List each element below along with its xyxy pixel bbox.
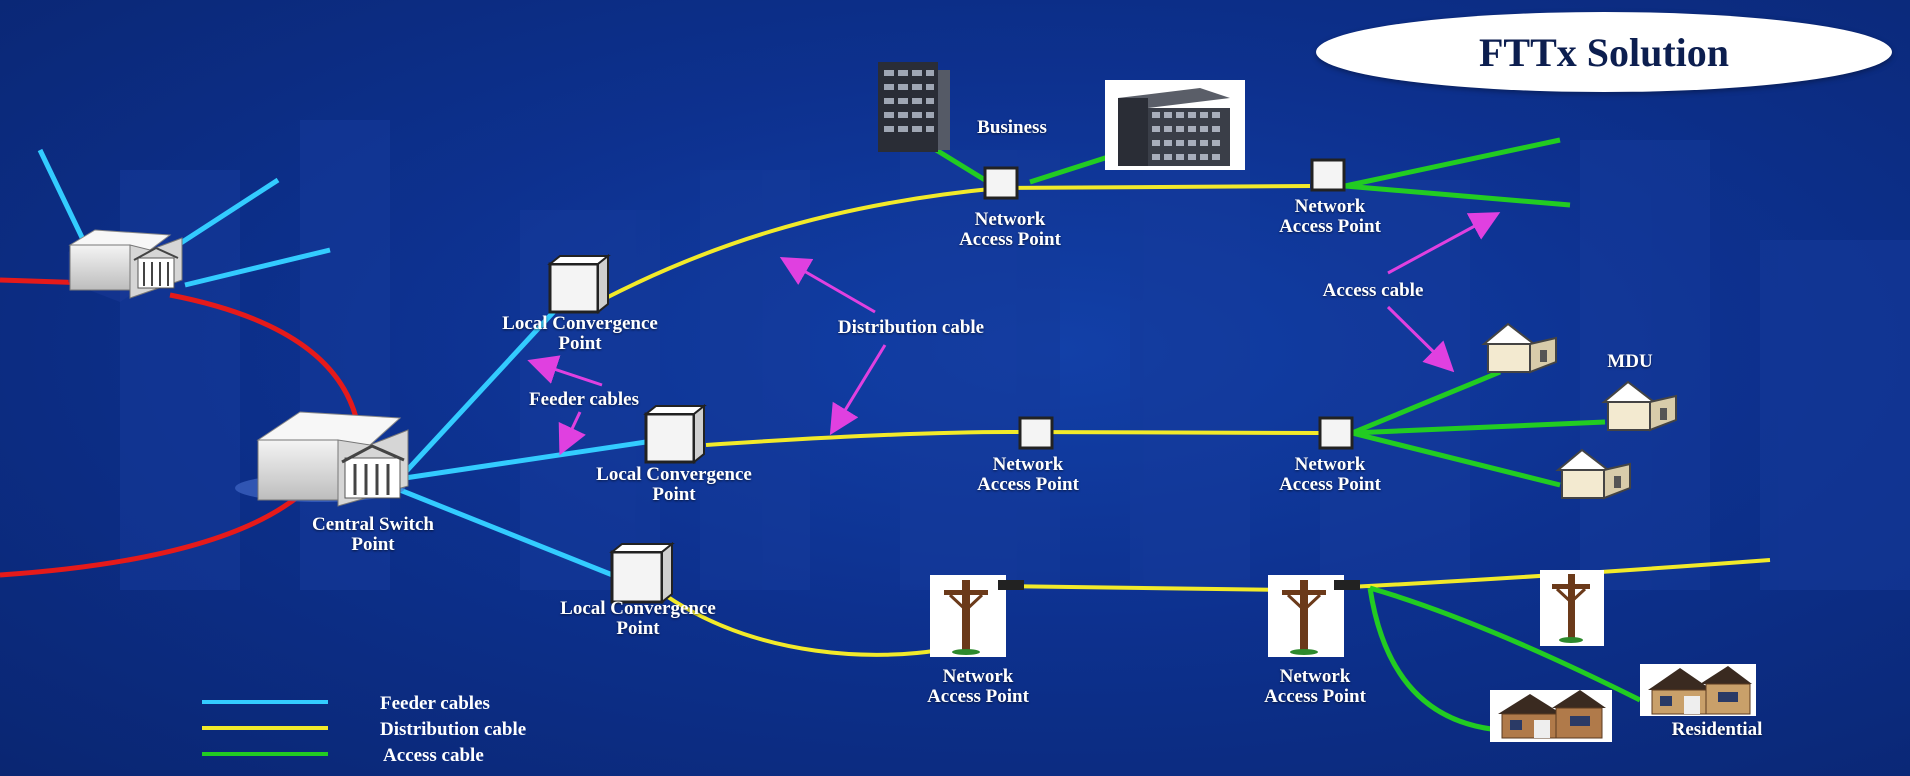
central-switch-label: Central Switch Point [312, 514, 434, 555]
mdu-house-icon [1481, 322, 1557, 374]
central-office-icon [68, 229, 183, 302]
distribution-cable-annotation: Distribution cable [837, 317, 985, 338]
access-cable-annotation: Access cable [1322, 280, 1424, 301]
access-cables [918, 137, 1642, 733]
business-label: Business [977, 117, 1047, 138]
legend-access-label: Access cable [383, 745, 484, 766]
central-switch-building-icon [235, 411, 409, 507]
residential-house-icon [1490, 690, 1612, 742]
mdu-label: MDU [1607, 351, 1653, 372]
nap-cubes [983, 158, 1354, 450]
feeder-cables-annotation: Feeder cables [529, 389, 639, 410]
nap-mid-1-label: Network Access Point [977, 454, 1079, 495]
utility-pole-icon [1268, 575, 1360, 657]
legend-distribution-label: Distribution cable [380, 719, 527, 740]
title-banner: FTTx Solution [1316, 12, 1892, 92]
mdu-house-icon [1601, 380, 1677, 432]
nap-top-1-label: Network Access Point [959, 209, 1061, 250]
legend-feeder-label: Feeder cables [380, 693, 490, 714]
residential-label: Residential [1671, 719, 1763, 740]
nap-bottom-2-label: Network Access Point [1264, 666, 1366, 707]
lcp-mid-label: Local Convergence Point [596, 464, 752, 505]
lcp-mid-cube [643, 403, 707, 465]
nap-top-2-label: Network Access Point [1279, 196, 1381, 237]
annotation-arrows [527, 212, 1501, 456]
residential-house-icon [1640, 664, 1756, 716]
skyline-backdrop [120, 120, 1910, 590]
utility-pole-icon [930, 575, 1024, 657]
office-tower-icon [878, 62, 950, 152]
nap-bottom-1-label: Network Access Point [927, 666, 1029, 707]
utility-pole-icon [1540, 570, 1604, 646]
lcp-bottom-cube [609, 541, 675, 605]
lcp-bottom-label: Local Convergence Point [560, 598, 716, 639]
legend-swatches [202, 700, 328, 756]
lcp-top-cube [547, 253, 611, 315]
lcp-top-label: Local Convergence Point [502, 313, 658, 354]
nap-mid-2-label: Network Access Point [1279, 454, 1381, 495]
feeder-cables [37, 148, 647, 583]
page-title: FTTx Solution [1478, 29, 1730, 75]
office-block-icon [1105, 80, 1245, 170]
mdu-house-icon [1555, 448, 1631, 500]
